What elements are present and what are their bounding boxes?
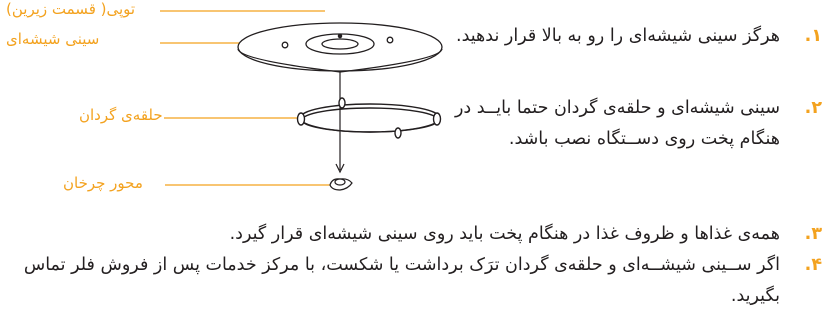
instruction-text-2: سینی شیشه‌ای و حلقه‌ی گردان حتما بایــد … <box>454 98 780 149</box>
turntable-diagram <box>160 10 443 191</box>
label-rotating-axis: محور چرخان <box>63 174 143 192</box>
instruction-item-4: ۴. اگر ســینی شیشــه‌ای و حلقه‌ی گردان ت… <box>0 250 822 312</box>
instruction-text-1: هرگز سینی شیشه‌ای را رو به بالا قرار نده… <box>456 26 780 46</box>
instruction-item-1: ۱. هرگز سینی شیشه‌ای را رو به بالا قرار … <box>442 21 822 52</box>
axis-pointer <box>335 72 345 174</box>
instruction-number-2: ۲. <box>804 98 822 118</box>
instruction-text-3: همه‌ی غذاها و ظروف غذا در هنگام پخت باید… <box>229 224 780 244</box>
label-hub: توپی( قسمت زیرین) <box>6 0 136 18</box>
roller-ring-shape <box>296 97 442 139</box>
instruction-number-3: ۳. <box>804 224 822 244</box>
instruction-item-3: ۳. همه‌ی غذاها و ظروف غذا در هنگام پخت ب… <box>0 219 822 250</box>
instruction-number-1: ۱. <box>804 26 822 46</box>
glass-tray-shape <box>237 22 443 73</box>
label-glass-tray: سینی شیشه‌ای <box>6 30 100 48</box>
instruction-number-4: ۴. <box>804 255 822 275</box>
shaft-shape <box>329 178 353 191</box>
instruction-item-2: ۲. سینی شیشه‌ای و حلقه‌ی گردان حتما بایـ… <box>442 93 822 155</box>
instruction-text-4: اگر ســینی شیشــه‌ای و حلقه‌ی گردان ترَک… <box>23 255 780 306</box>
label-roller-ring: حلقه‌ی گردان <box>79 106 163 124</box>
